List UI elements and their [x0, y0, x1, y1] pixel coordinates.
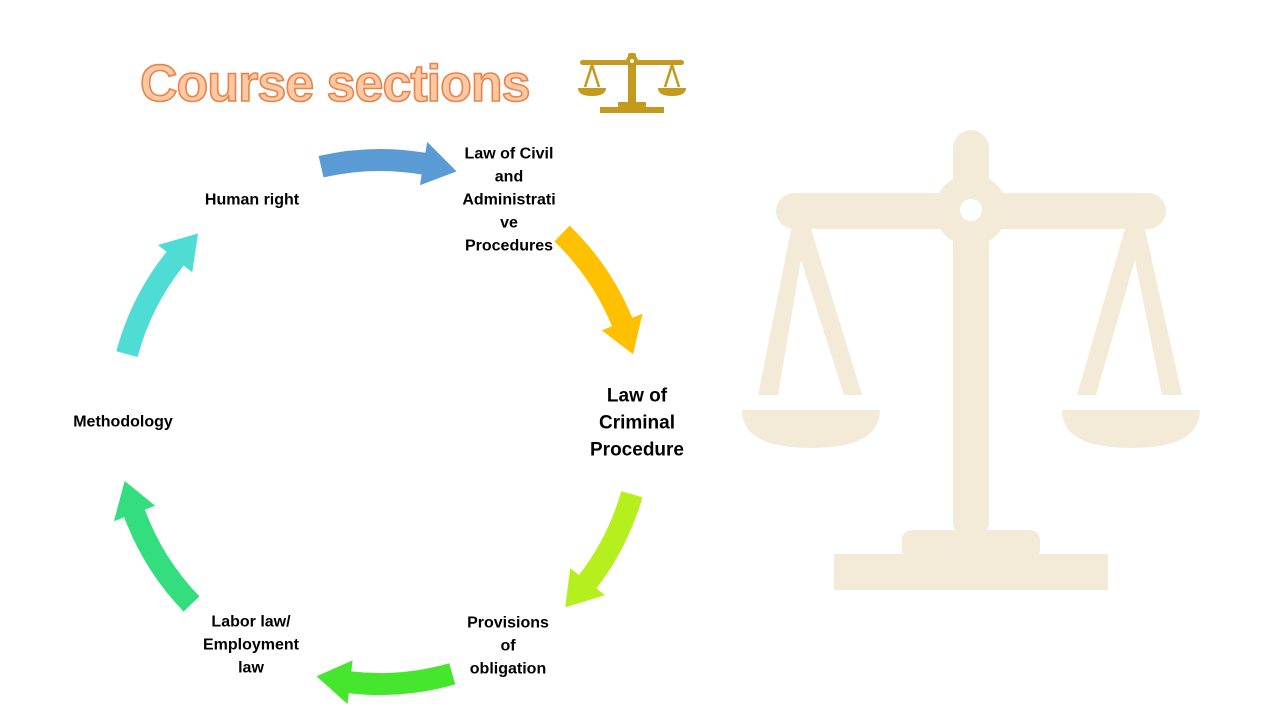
- node-labor-employment-law: Labor law/ Employment law: [202, 613, 300, 677]
- arrow-methodology-to-human-right: [113, 480, 200, 612]
- slide-title: Course sections: [139, 54, 531, 114]
- arrow-criminal-to-obligation: [554, 225, 643, 355]
- arrow-civil-to-criminal: [318, 141, 457, 186]
- node-provisions-of-obligation: Provisions of obligation: [467, 614, 549, 678]
- node-civil-administrative-procedures: Law of Civil and Administrati ve Procedu…: [462, 145, 556, 255]
- balance-scale-watermark-icon: [742, 130, 1200, 590]
- arrow-human-right-to-civil: [116, 233, 198, 357]
- arrow-labor-to-methodology: [316, 660, 456, 705]
- node-human-right: Human right: [204, 191, 300, 209]
- node-methodology: Methodology: [73, 413, 173, 431]
- node-criminal-procedure: Law of Criminal Procedure: [590, 385, 684, 461]
- balance-scale-icon: [578, 53, 686, 113]
- arrow-obligation-to-labor: [565, 491, 643, 608]
